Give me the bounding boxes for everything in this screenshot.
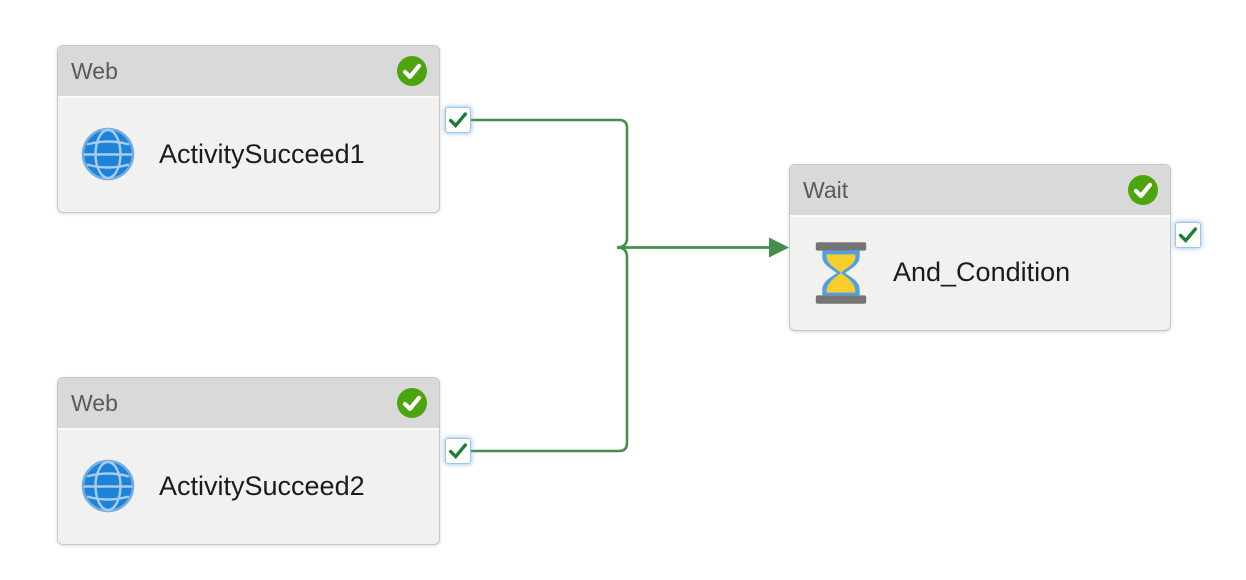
globe-svg — [81, 459, 135, 513]
status-succeeded-badge-icon — [397, 388, 427, 418]
activity-body: ActivitySucceed1 — [58, 98, 439, 210]
success-output-port-activitysucceed1[interactable] — [445, 107, 471, 133]
activity-header: Web — [58, 378, 439, 430]
check-badge-svg — [397, 388, 427, 418]
hourglass-icon — [813, 241, 869, 304]
edge-path[interactable] — [471, 118, 770, 249]
activity-body: ActivitySucceed2 — [58, 430, 439, 542]
edge-arrowhead-icon — [769, 237, 789, 258]
activity-header: Wait — [790, 165, 1170, 217]
activity-name: And_Condition — [893, 257, 1071, 287]
edge-success-activitysucceed1-to-and-condition[interactable] — [471, 118, 770, 249]
activity-type-label: Wait — [803, 176, 849, 203]
activity-name: ActivitySucceed1 — [159, 138, 365, 169]
globe-svg — [81, 127, 135, 181]
success-check-icon — [448, 112, 468, 128]
globe-icon — [81, 459, 135, 513]
activity-type-label: Web — [71, 57, 118, 84]
hourglass-svg — [815, 241, 867, 304]
activity-header: Web — [58, 46, 439, 98]
edge-success-activitysucceed2-to-and-condition[interactable] — [471, 246, 770, 453]
check-badge-svg — [397, 56, 427, 86]
success-check-icon — [448, 443, 468, 459]
success-output-port-activitysucceed2[interactable] — [445, 438, 471, 464]
activity-body: And_Condition — [790, 217, 1170, 328]
success-check-icon — [1178, 227, 1198, 243]
activity-node-and-condition[interactable]: Wait And_Condition — [789, 164, 1171, 331]
check-badge-svg — [1128, 175, 1158, 205]
status-succeeded-badge-icon — [1128, 175, 1158, 205]
globe-icon — [81, 127, 135, 181]
activity-node-activitysucceed1[interactable]: Web ActivityS — [57, 45, 440, 213]
status-succeeded-badge-icon — [397, 56, 427, 86]
activity-type-label: Web — [71, 389, 118, 416]
activity-node-activitysucceed2[interactable]: Web ActivityS — [57, 377, 440, 545]
edge-path[interactable] — [471, 246, 770, 453]
success-output-port-and-condition[interactable] — [1175, 222, 1201, 248]
activity-name: ActivitySucceed2 — [159, 470, 365, 501]
